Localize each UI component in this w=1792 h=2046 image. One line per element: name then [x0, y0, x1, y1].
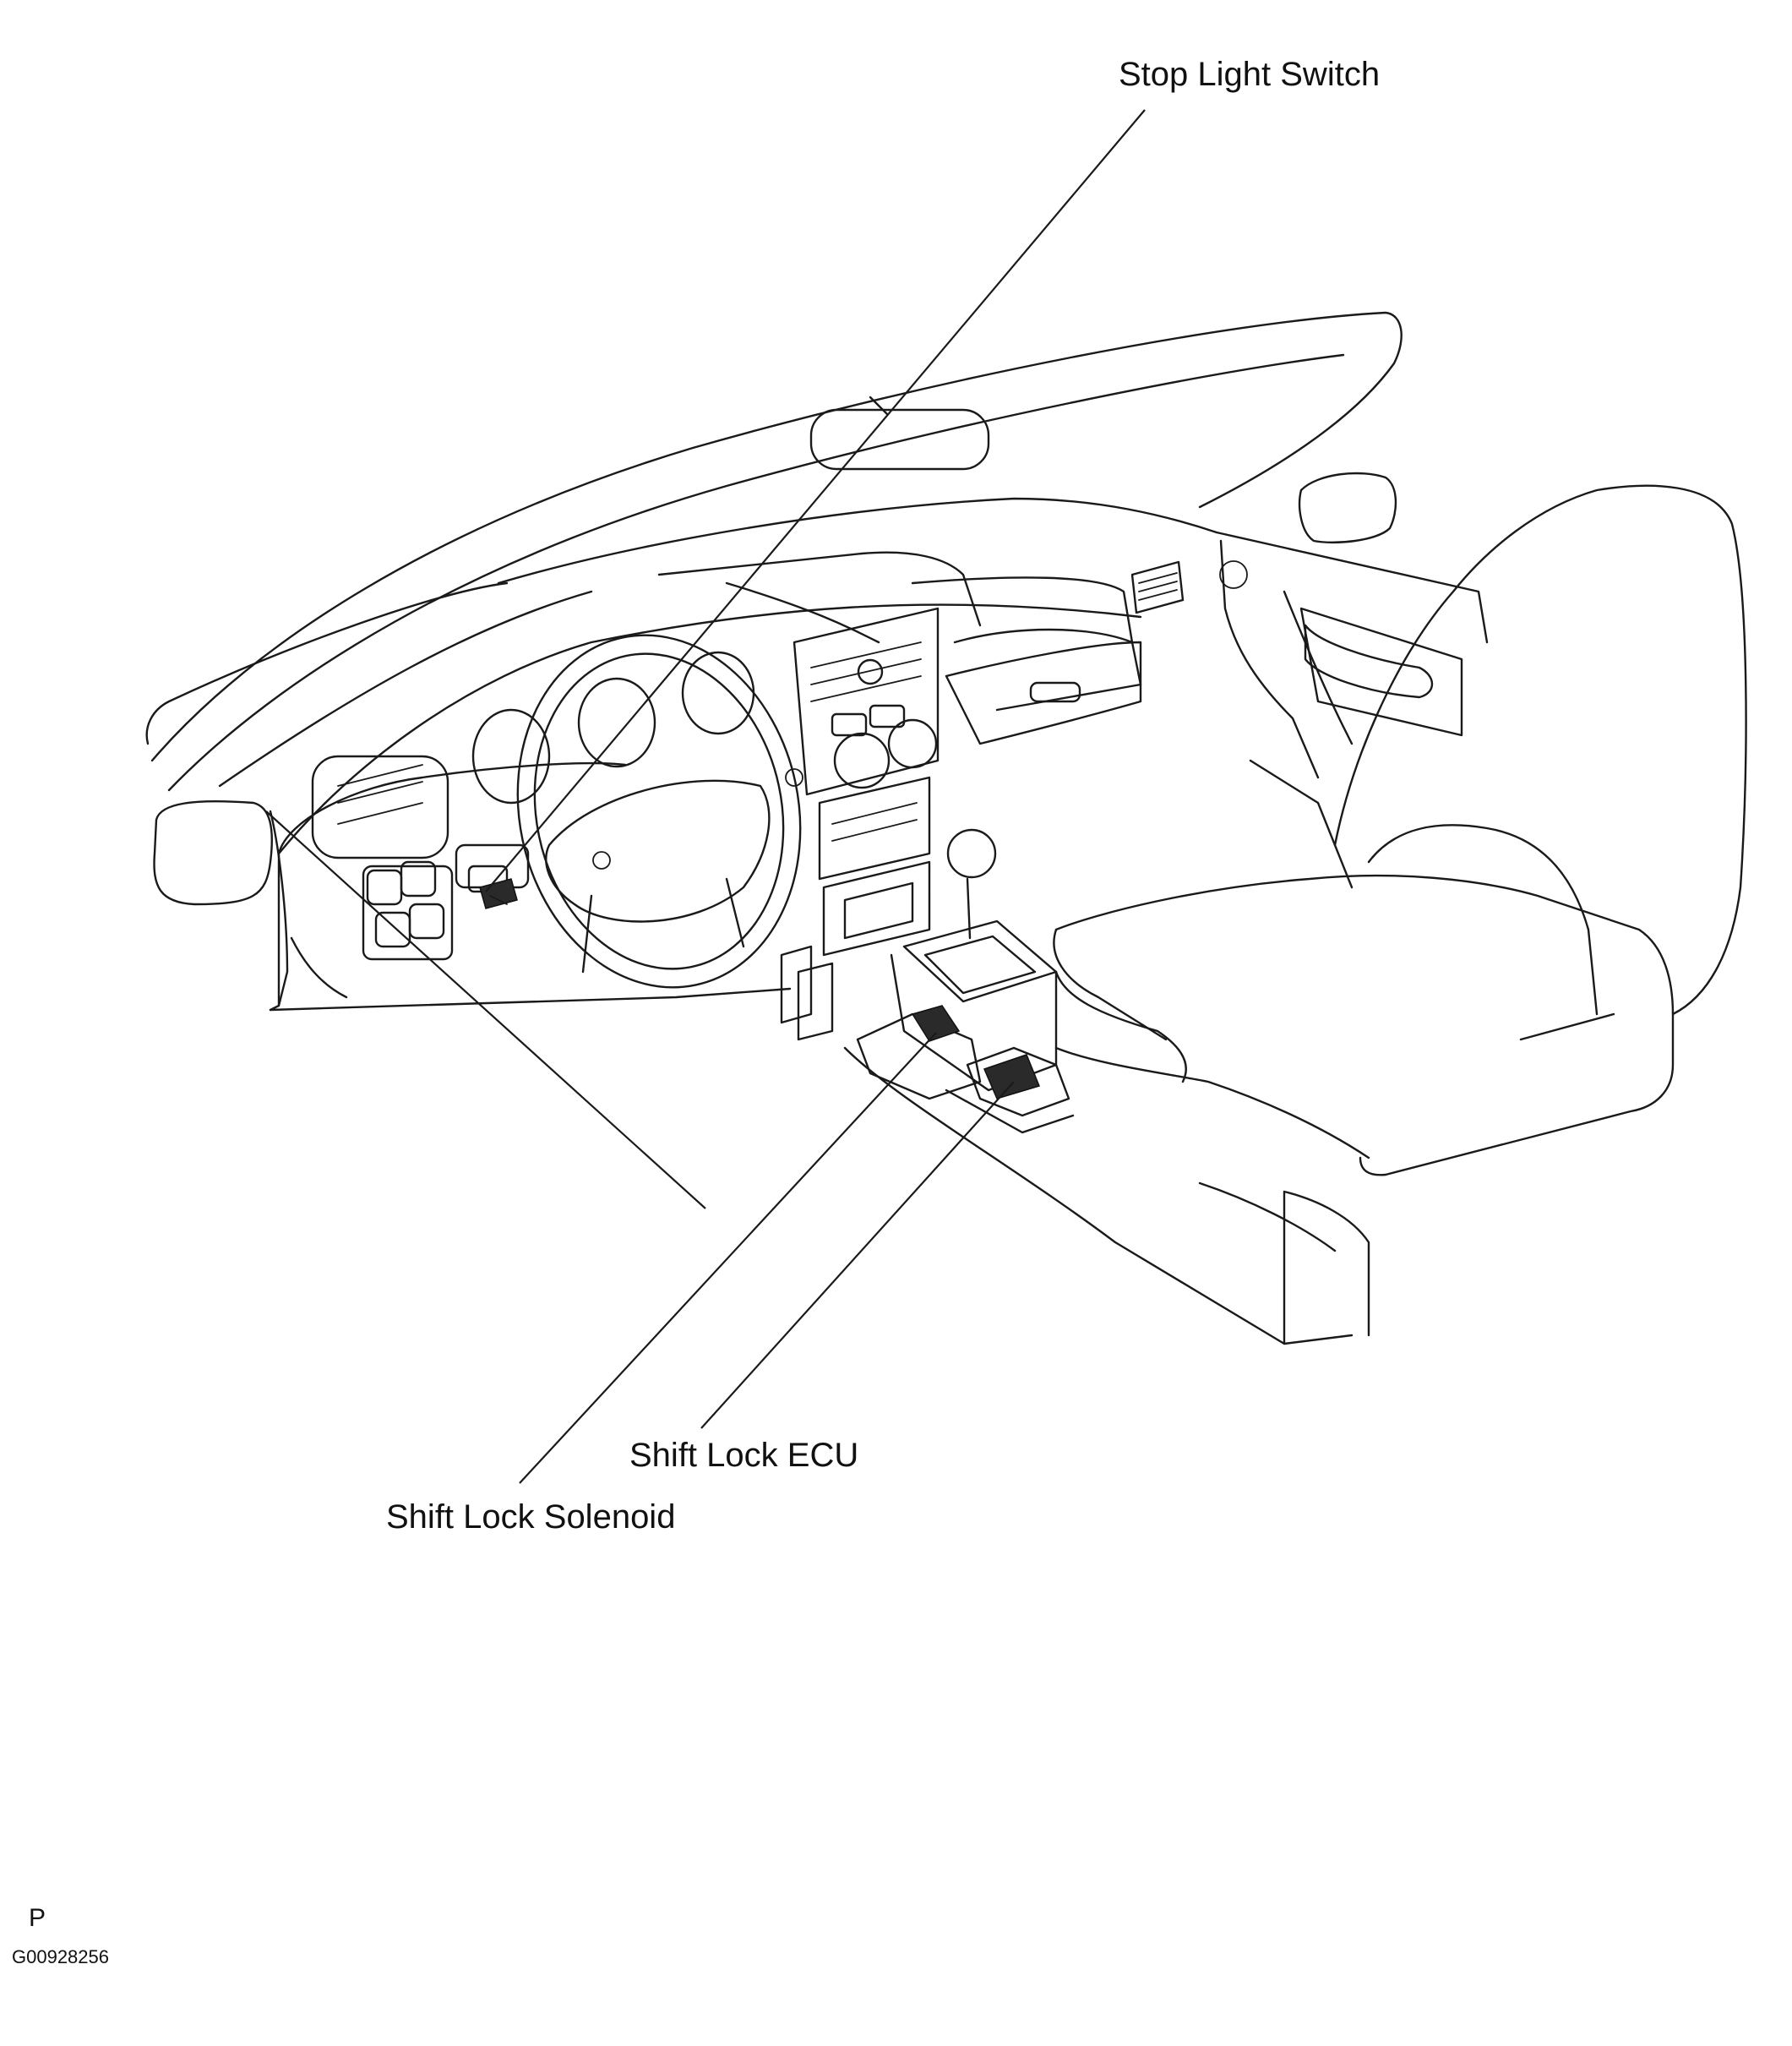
- windshield-frame: [145, 311, 1403, 792]
- floor-panel-leader: [265, 810, 706, 1209]
- right-door: [1215, 531, 1489, 889]
- shift-lock-solenoid-label: Shift Lock Solenoid: [386, 1498, 676, 1536]
- steering-wheel: [516, 634, 803, 989]
- shift-lock-ecu-label: Shift Lock ECU: [629, 1437, 859, 1474]
- instrument-gauges: [471, 651, 755, 805]
- rear-view-mirror: [809, 396, 990, 471]
- page-letter: P: [29, 1904, 46, 1932]
- center-stack: [780, 607, 940, 1041]
- left-side-mirror: [153, 800, 289, 1012]
- gear-shifter: [890, 828, 1058, 1092]
- shift-lock-solenoid-leader: [519, 1032, 937, 1484]
- passenger-seat: [1053, 484, 1747, 1176]
- dashboard: [277, 497, 1218, 855]
- left-dash-panel: [277, 755, 627, 1007]
- shift-lock-components: [856, 1005, 1075, 1134]
- shift-lock-ecu-leader: [700, 1081, 1015, 1429]
- stop-light-switch-label: Stop Light Switch: [1119, 56, 1381, 93]
- floor-lines: [269, 936, 792, 1012]
- stop-light-switch-leader: [485, 109, 1146, 892]
- figure-code: G00928256: [12, 1946, 109, 1967]
- right-side-mirror: [1298, 472, 1397, 543]
- leader-lines: [265, 109, 1146, 1484]
- center-console: [843, 970, 1370, 1345]
